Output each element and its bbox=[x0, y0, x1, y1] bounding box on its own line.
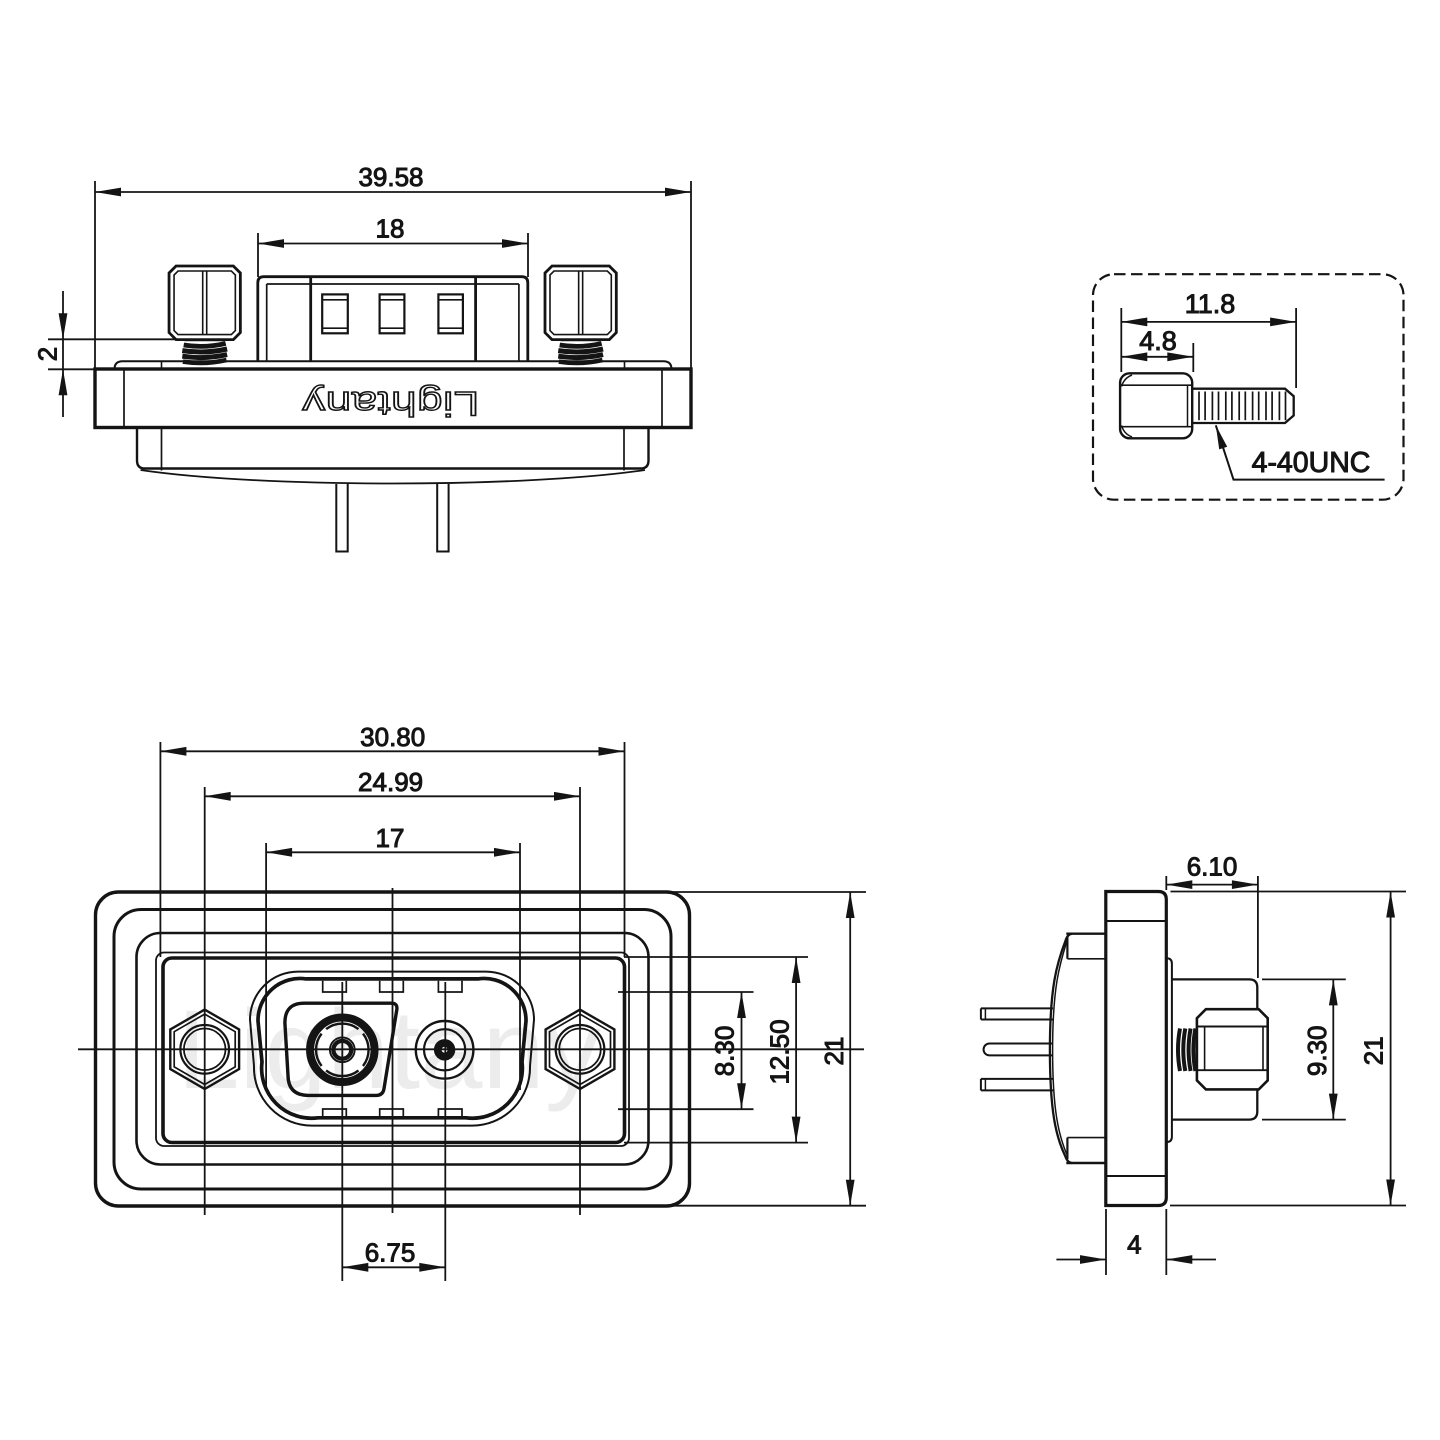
svg-text:21: 21 bbox=[819, 1037, 849, 1066]
svg-text:18: 18 bbox=[376, 214, 405, 244]
svg-text:24.99: 24.99 bbox=[358, 767, 423, 797]
svg-text:30.80: 30.80 bbox=[360, 722, 425, 752]
svg-text:2: 2 bbox=[33, 347, 63, 361]
svg-text:6.10: 6.10 bbox=[1187, 852, 1238, 882]
svg-text:4.8: 4.8 bbox=[1139, 326, 1177, 356]
svg-text:Lightany: Lightany bbox=[301, 384, 479, 422]
svg-text:9.30: 9.30 bbox=[1302, 1025, 1332, 1076]
svg-text:39.58: 39.58 bbox=[358, 162, 423, 192]
svg-text:11.8: 11.8 bbox=[1185, 289, 1236, 319]
svg-text:6.75: 6.75 bbox=[365, 1237, 416, 1267]
svg-text:21: 21 bbox=[1359, 1036, 1389, 1065]
svg-text:17: 17 bbox=[376, 823, 405, 853]
svg-text:4: 4 bbox=[1127, 1229, 1141, 1259]
svg-text:4-40UNC: 4-40UNC bbox=[1252, 447, 1371, 479]
svg-text:12.50: 12.50 bbox=[765, 1019, 795, 1084]
svg-text:8.30: 8.30 bbox=[710, 1026, 740, 1077]
